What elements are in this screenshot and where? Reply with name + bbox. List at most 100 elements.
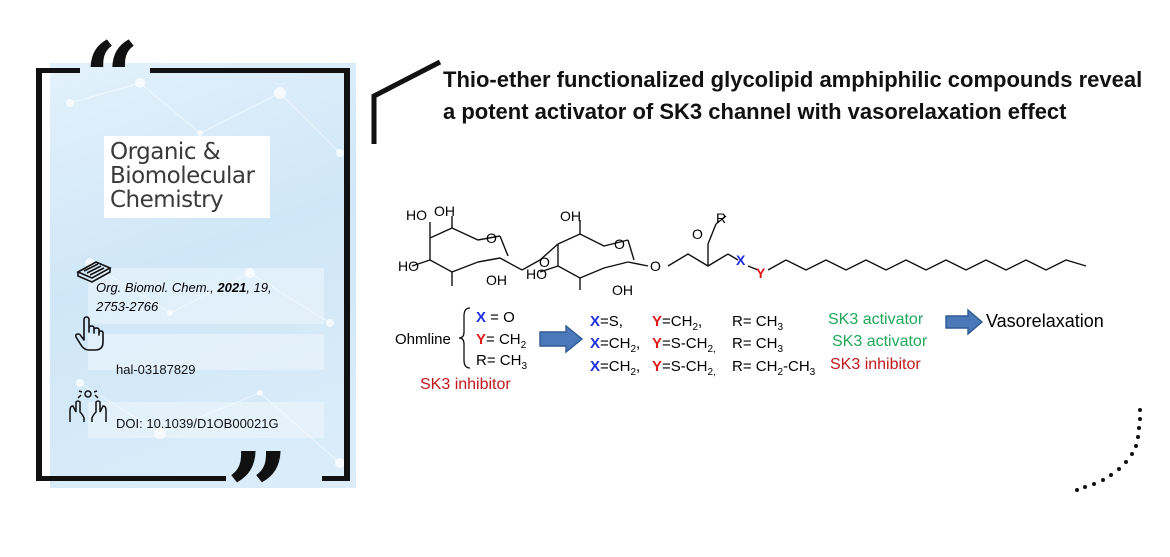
analogue-3-r-sub2: 3 <box>809 367 816 378</box>
hal-row <box>88 334 324 370</box>
doi-row <box>88 402 324 438</box>
frame-top-right <box>150 68 350 73</box>
analogue-3-x-value: =CH <box>600 358 631 375</box>
citation-text: Org. Biomol. Chem., 2021, 19, 2753-2766 <box>96 280 272 314</box>
analogue-3-r-sub: 2 <box>777 367 783 378</box>
label-ether-o: O <box>650 258 661 274</box>
label-ho-left: HO <box>398 258 419 274</box>
analogue-1-y: Y <box>652 313 663 330</box>
label-ring2-o: O <box>614 236 625 252</box>
analogue-2-r-sub: 3 <box>777 344 783 355</box>
journal-stack-icon <box>76 261 112 283</box>
ohmline-r-line: R= CH3 <box>476 352 527 372</box>
analogue-2-role: SK3 activator <box>832 333 928 350</box>
ohmline-x-line: X = O <box>476 309 515 326</box>
analogue-3-y-sub: 2, <box>707 367 716 378</box>
close-quote-icon: ” <box>226 428 290 557</box>
analogue-1-x: X <box>590 313 601 330</box>
card-background <box>50 63 356 488</box>
journal-logo-text: Organic & Biomolecular Chemistry <box>110 139 255 213</box>
frame-bottom-left <box>36 476 226 481</box>
analogue-2-r: R= CH <box>732 335 778 352</box>
analogue-3-role: SK3 inhibitor <box>830 356 921 373</box>
ohmline-name: Ohmline <box>395 331 451 348</box>
analogue-1-role: SK3 activator <box>828 311 924 328</box>
ohmline-y-line: Y= CH2 <box>476 331 526 351</box>
frame-bottom-right <box>322 476 350 481</box>
label-oh-top2: OH <box>560 208 581 224</box>
label-y: Y <box>756 265 766 281</box>
analogue-3-x: X <box>590 358 601 375</box>
analogue-1-y-value: =CH <box>662 313 693 330</box>
ohmline-y-value: = CH <box>486 331 521 348</box>
label-o-r: O <box>692 226 703 242</box>
analogue-row-2-r: R= CH3 <box>732 335 783 355</box>
analogue-1-y-tail: , <box>698 313 703 330</box>
label-ring1-o: O <box>486 230 497 246</box>
pointer-hand-icon <box>74 316 104 351</box>
analogue-row-3: X=CH2, <box>590 358 640 378</box>
ohmline-x: X <box>476 309 487 326</box>
analogue-3-r: R= CH <box>732 358 778 375</box>
label-oh-bottom2: OH <box>612 282 633 298</box>
citation-row <box>88 268 324 324</box>
analogue-1-r-sub: 3 <box>777 322 783 333</box>
analogue-1-x-value: =S, <box>600 313 623 330</box>
doi-text: DOI: 10.1039/D1OB00021G <box>116 416 279 431</box>
analogue-2-y-value: =S-CH <box>662 335 708 352</box>
title-corner-bracket <box>371 59 442 144</box>
analogue-2-y-sub: 2, <box>707 344 716 355</box>
analogue-row-3-r: R= CH2-CH3 <box>732 358 815 378</box>
label-link-o: O <box>539 254 550 270</box>
label-ho-topleft: HO <box>406 207 427 223</box>
frame-left <box>36 68 42 481</box>
frame-right <box>344 68 350 481</box>
citation-journal: Org. Biomol. Chem. <box>96 280 211 295</box>
analogue-row-1: X=S, <box>590 313 623 330</box>
dotted-curve <box>1075 408 1142 492</box>
label-oh-bottom1: OH <box>486 272 507 288</box>
ohmline-brace <box>458 307 471 369</box>
analogue-row-1-r: R= CH3 <box>732 313 783 333</box>
analogue-2-x-sub: 2 <box>630 344 637 355</box>
label-r: R <box>716 210 727 226</box>
ohmline-r-value: R= CH <box>476 352 522 369</box>
ohmline-r-sub: 3 <box>521 361 527 372</box>
ohmline-y: Y <box>476 331 487 348</box>
analogue-row-3-y: Y=S-CH2, <box>652 358 716 378</box>
analogue-3-y-value: =S-CH <box>662 358 708 375</box>
label-oh-topleft: OH <box>434 203 455 219</box>
logo-line-3: Chemistry <box>110 187 224 213</box>
effect-label: Vasorelaxation <box>986 311 1104 331</box>
analogue-1-r: R= CH <box>732 313 778 330</box>
analogue-2-x-tail: , <box>636 335 641 352</box>
citation-volume: 19 <box>253 280 269 295</box>
open-quote-icon: “ <box>84 21 140 134</box>
page-title: Thio-ether functionalized glycolipid amp… <box>443 67 1143 124</box>
analogue-3-x-sub: 2 <box>630 367 637 378</box>
analogue-3-y: Y <box>652 358 663 375</box>
arrow-right-icon-2 <box>945 308 984 336</box>
label-x: X <box>736 252 746 268</box>
analogue-3-r-tail: -CH <box>783 358 810 375</box>
analogue-row-2-y: Y=S-CH2, <box>652 335 716 355</box>
analogue-3-x-tail: , <box>636 358 641 375</box>
frame-top-left <box>36 68 80 73</box>
journal-logo <box>104 136 270 218</box>
hands-network-icon <box>69 390 107 422</box>
citation-pages: 2753-2766 <box>96 299 159 314</box>
arrow-right-icon <box>539 324 584 354</box>
analogue-1-y-sub: 2 <box>692 322 699 333</box>
analogue-2-y: Y <box>652 335 663 352</box>
network-pattern <box>66 78 345 468</box>
ohmline-y-sub: 2 <box>520 340 527 351</box>
ohmline-x-value: = O <box>486 309 515 326</box>
analogue-row-2: X=CH2, <box>590 335 640 355</box>
label-ho-mid: HO <box>526 266 547 282</box>
ohmline-role: SK3 inhibitor <box>420 376 511 393</box>
logo-line-1: Organic & <box>110 139 221 165</box>
citation-year: 2021 <box>217 280 247 295</box>
analogue-row-1-y: Y=CH2, <box>652 313 702 333</box>
analogue-2-x: X <box>590 335 601 352</box>
hal-id: hal-03187829 <box>116 362 196 377</box>
